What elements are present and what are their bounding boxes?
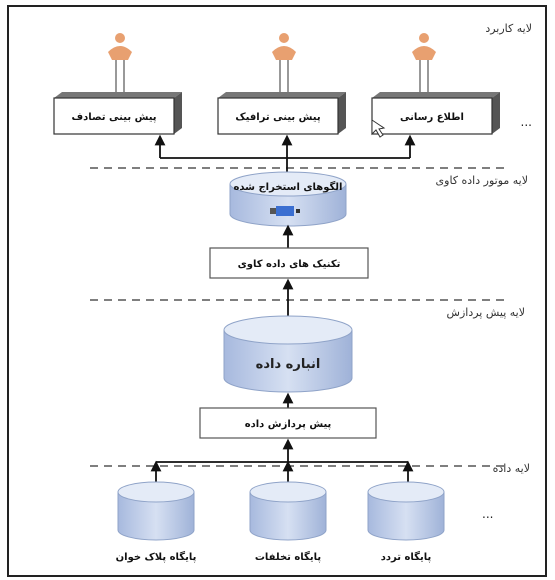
user-box-notification: اطلاع رسانی: [371, 92, 500, 135]
diagram-frame: [7, 5, 547, 577]
user-box-label: پیش بینی تصادف: [71, 112, 156, 123]
pattern-database-label: الگوهای استخراج شده: [233, 180, 342, 193]
layer-label-user: لایه کاربرد: [485, 22, 532, 35]
source-cylinder-plate-reader: [117, 481, 195, 541]
user-box-traffic: پیش بینی ترافیک: [217, 92, 346, 135]
user-box-accident: پیش بینی تصادف: [53, 92, 182, 135]
data-preprocessing-box: پیش پردازش داده: [199, 407, 377, 439]
data-warehouse-label: انباره داده: [256, 357, 321, 372]
person-icon: [108, 33, 132, 93]
ellipsis-bottom: ...: [482, 507, 493, 521]
mining-techniques-label: تکنیک های داده کاوی: [238, 259, 341, 270]
source-label: پایگاه تردد: [381, 550, 432, 563]
layer-label-data: لایه داده: [493, 462, 530, 475]
source-label: پایگاه پلاک خوان: [116, 550, 197, 563]
source-cylinder-traffic: [367, 481, 445, 541]
ellipsis-top: ...: [521, 115, 532, 129]
data-warehouse-cylinder: انباره داده: [223, 315, 353, 393]
user-box-label: پیش بینی ترافیک: [235, 112, 320, 123]
source-label: پایگاه تخلفات: [255, 550, 322, 563]
layer-label-mining: لایه موتور داده کاوی: [436, 174, 528, 187]
data-preprocessing-label: پیش پردازش داده: [245, 419, 332, 430]
source-cylinder-violations: [249, 481, 327, 541]
layer-label-preprocessing: لایه پیش پردازش: [447, 306, 525, 319]
user-box-label: اطلاع رسانی: [400, 112, 464, 123]
person-icon: [272, 33, 296, 93]
cursor-icon: [371, 119, 386, 138]
database-icon: [270, 206, 300, 216]
mining-techniques-box: تکنیک های داده کاوی: [209, 247, 369, 279]
person-icon: [412, 33, 436, 93]
pattern-database-cylinder: الگوهای استخراج شده: [229, 171, 347, 227]
